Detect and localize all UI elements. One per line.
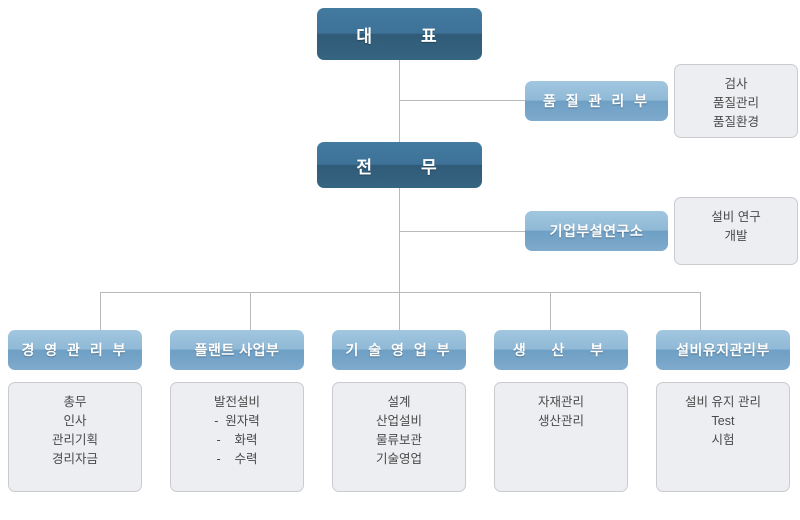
node-research[interactable]: 기업부설연구소 <box>525 211 668 251</box>
connector-ceo-to-executive <box>399 60 400 142</box>
detail-research: 설비 연구 개발 <box>674 197 798 265</box>
detail-row: 발전설비 <box>213 395 260 409</box>
detail-row: 검사 <box>724 77 748 91</box>
detail-row: - 수력 <box>216 452 258 466</box>
detail-row: 설계 <box>387 395 411 409</box>
detail-techsales: 설계 산업설비 물류보관 기술영업 <box>332 382 466 492</box>
node-facility-label: 설비유지관리부 <box>676 342 770 358</box>
detail-row: 물류보관 <box>375 433 422 447</box>
connector-drop-facility <box>700 292 701 330</box>
connector-drop-techsales <box>399 292 400 330</box>
node-quality-label: 품 질 관 리 부 <box>543 93 650 109</box>
node-executive-label: 전 무 <box>356 157 443 177</box>
detail-quality: 검사 품질관리 품질환경 <box>674 64 798 138</box>
detail-row: 시험 <box>711 433 735 447</box>
node-quality[interactable]: 품 질 관 리 부 <box>525 81 668 121</box>
node-executive[interactable]: 전 무 <box>317 142 482 188</box>
node-management[interactable]: 경 영 관 리 부 <box>8 330 142 370</box>
detail-plant: 발전설비 - 원자력 - 화력 - 수력 <box>170 382 304 492</box>
detail-row: 관리기획 <box>51 433 98 447</box>
detail-management: 총무 인사 관리기획 경리자금 <box>8 382 142 492</box>
detail-row: 품질관리 <box>712 96 759 110</box>
connector-executive-trunk <box>399 188 400 292</box>
connector-ceo-to-quality <box>399 100 525 101</box>
node-techsales-label: 기 술 영 업 부 <box>345 342 453 358</box>
connector-drop-plant <box>250 292 251 330</box>
detail-facility: 설비 유지 관리 Test 시험 <box>656 382 790 492</box>
node-production[interactable]: 생 산 부 <box>494 330 628 370</box>
connector-drop-production <box>550 292 551 330</box>
node-plant[interactable]: 플랜트 사업부 <box>170 330 304 370</box>
detail-row: 생산관리 <box>537 414 584 428</box>
detail-row: 총무 <box>63 395 87 409</box>
node-ceo[interactable]: 대 표 <box>317 8 482 60</box>
detail-row: 설비 연구 <box>711 210 761 224</box>
detail-row: 기술영업 <box>375 452 422 466</box>
detail-row: - 원자력 <box>214 414 260 428</box>
node-ceo-label: 대 표 <box>356 26 443 46</box>
detail-row: Test <box>711 414 735 428</box>
detail-row: 산업설비 <box>375 414 422 428</box>
detail-row: 인사 <box>63 414 87 428</box>
connector-department-bus <box>100 292 700 293</box>
detail-row: 품질환경 <box>712 115 759 129</box>
node-facility[interactable]: 설비유지관리부 <box>656 330 790 370</box>
connector-executive-to-research <box>399 231 525 232</box>
node-techsales[interactable]: 기 술 영 업 부 <box>332 330 466 370</box>
detail-production: 자재관리 생산관리 <box>494 382 628 492</box>
detail-row: - 화력 <box>216 433 258 447</box>
detail-row: 설비 유지 관리 <box>685 395 761 409</box>
detail-row: 경리자금 <box>51 452 98 466</box>
detail-row: 개발 <box>724 229 748 243</box>
node-research-label: 기업부설연구소 <box>549 223 644 239</box>
connector-drop-management <box>100 292 101 330</box>
detail-row: 자재관리 <box>537 395 584 409</box>
node-management-label: 경 영 관 리 부 <box>21 342 129 358</box>
node-plant-label: 플랜트 사업부 <box>194 342 280 358</box>
node-production-label: 생 산 부 <box>512 342 610 358</box>
